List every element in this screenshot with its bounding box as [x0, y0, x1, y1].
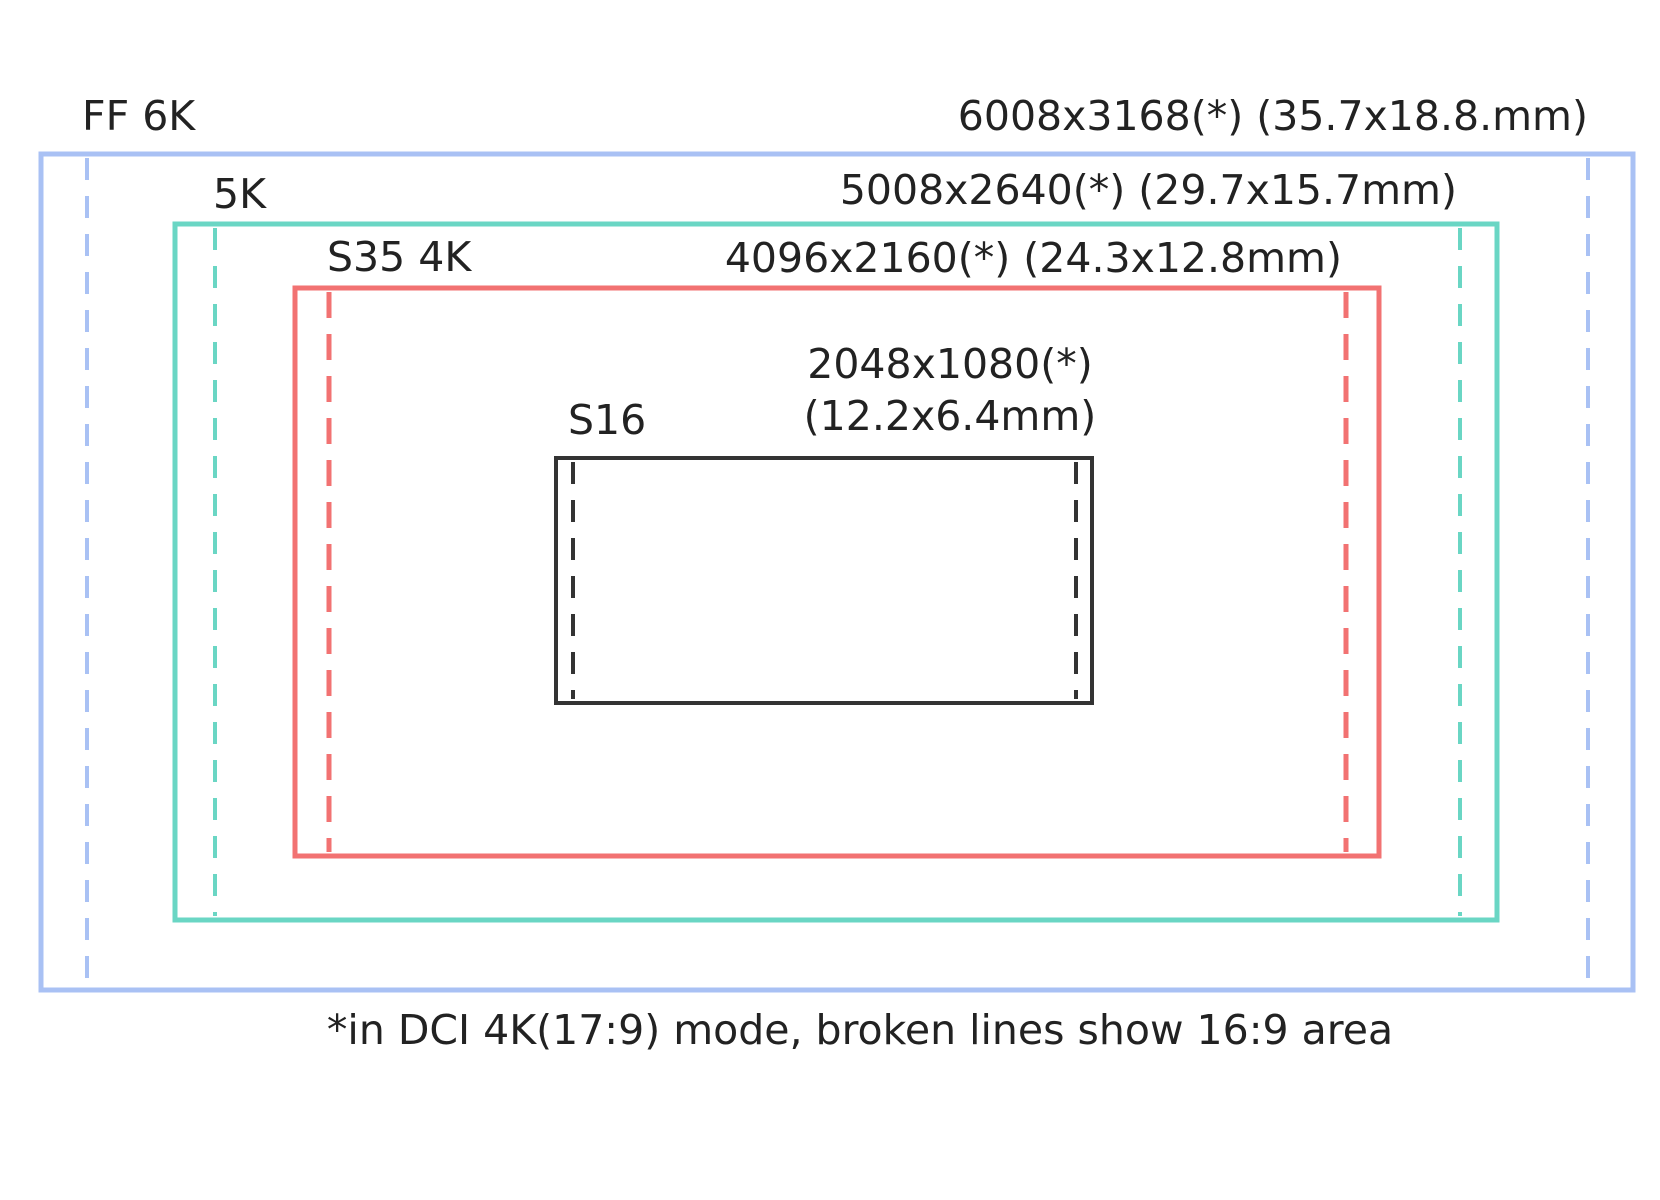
- s16-resolution-line2: (12.2x6.4mm): [803, 392, 1097, 440]
- 5k-name-label: 5K: [213, 170, 266, 218]
- s35-name-label: S35 4K: [327, 233, 472, 281]
- ff6k-frame: [38, 151, 1636, 993]
- s35-resolution-label: 4096x2160(*) (24.3x12.8mm): [724, 234, 1342, 282]
- ff6k-resolution-label: 6008x3168(*) (35.7x18.8.mm): [957, 92, 1588, 140]
- s35-frame: [292, 285, 1382, 859]
- s16-resolution-label: 2048x1080(*) (12.2x6.4mm): [800, 338, 1100, 442]
- s16-resolution-line1: 2048x1080(*): [807, 340, 1093, 388]
- footnote: *in DCI 4K(17:9) mode, broken lines show…: [326, 1006, 1394, 1054]
- 5k-resolution-label: 5008x2640(*) (29.7x15.7mm): [839, 166, 1457, 214]
- s16-frame: [554, 456, 1094, 705]
- 5k-frame: [172, 221, 1500, 923]
- ff6k-name-label: FF 6K: [82, 92, 196, 140]
- s16-name-label: S16: [568, 396, 647, 444]
